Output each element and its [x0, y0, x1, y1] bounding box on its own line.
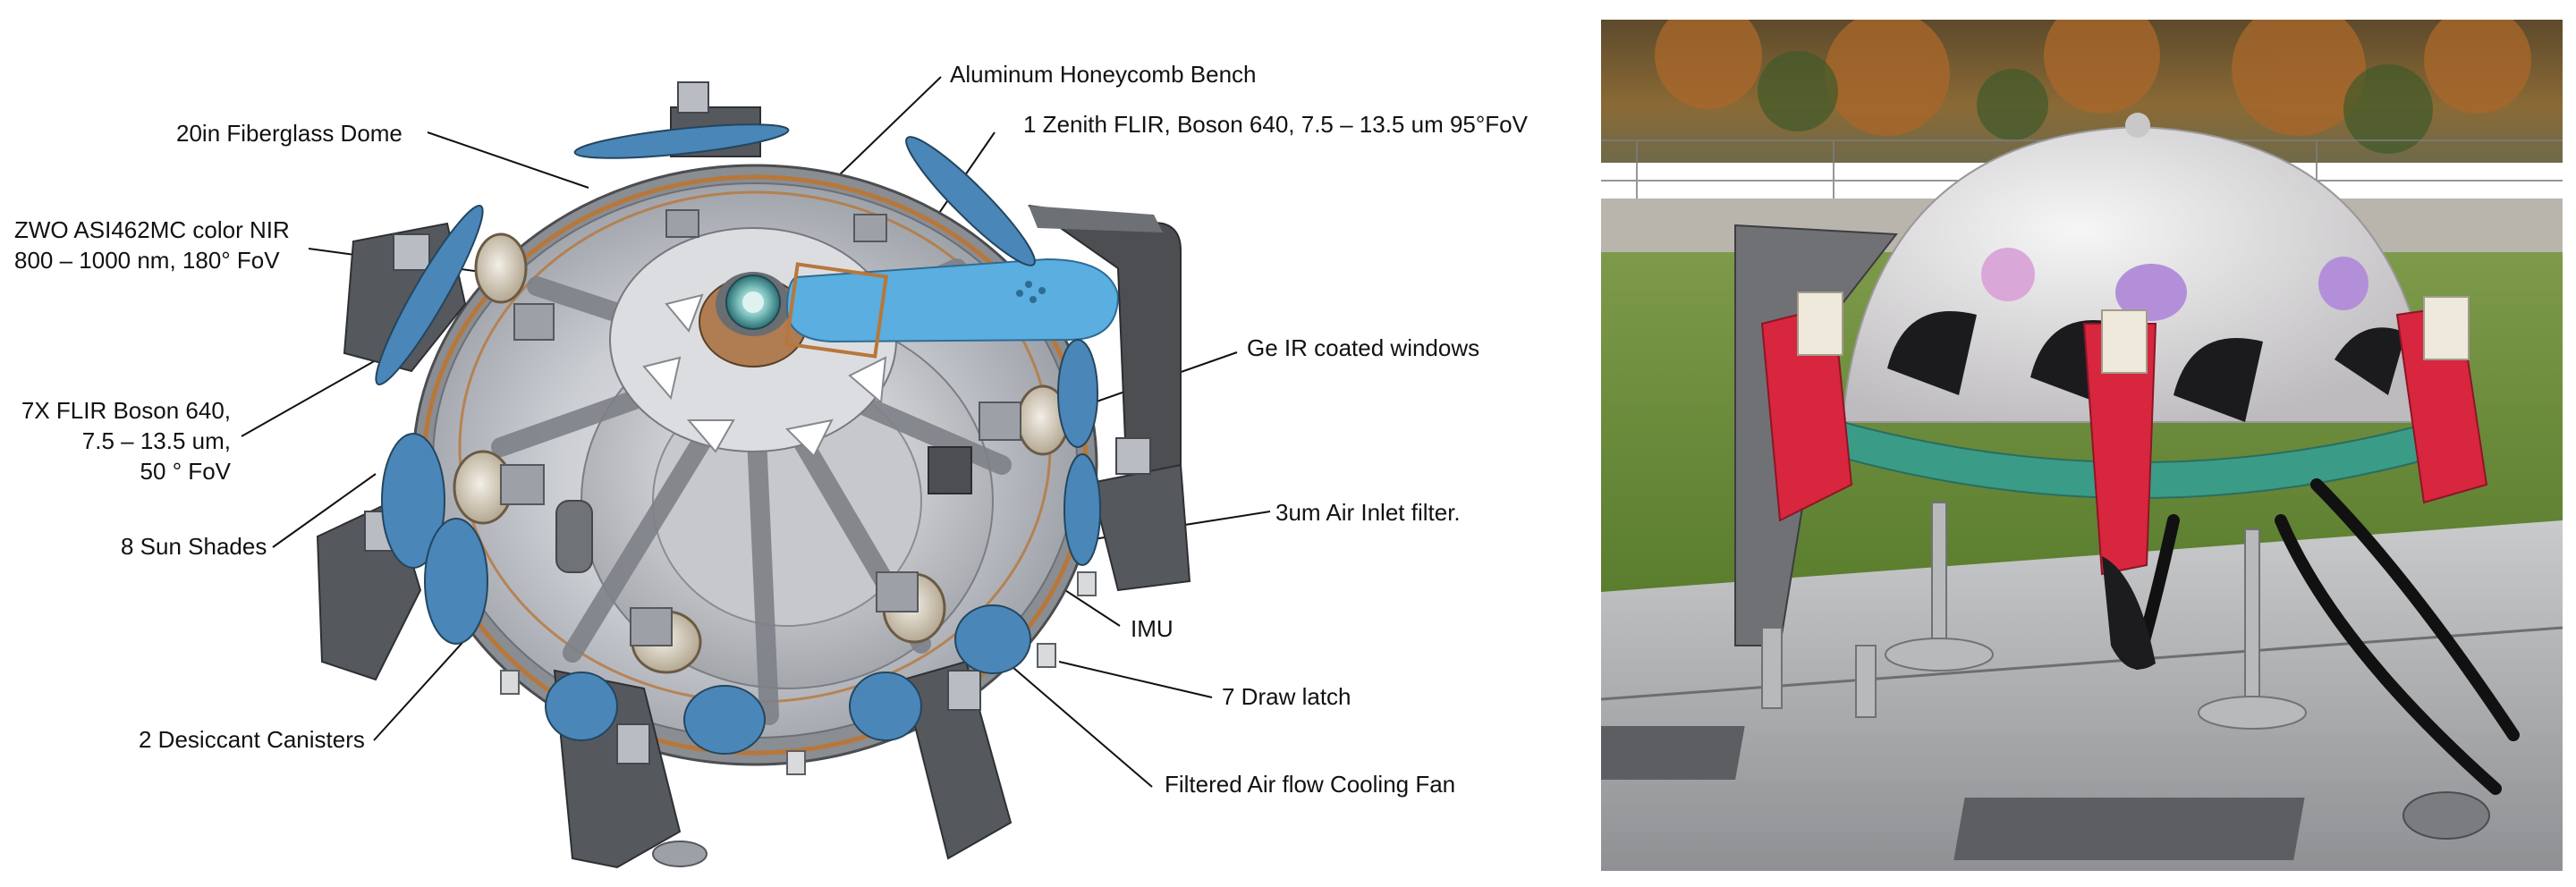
field-photo [1601, 20, 2563, 871]
label-flir-array-line2: 7.5 – 13.5 um, [81, 427, 231, 454]
photo-illustration [1601, 20, 2563, 871]
label-draw-latch: 7 Draw latch [1222, 683, 1352, 710]
label-desiccant: 2 Desiccant Canisters [139, 726, 365, 753]
label-zenith-flir: 1 Zenith FLIR, Boson 640, 7.5 – 13.5 um … [1023, 111, 1528, 138]
label-bench: Aluminum Honeycomb Bench [950, 61, 1257, 88]
label-cooling-fan: Filtered Air flow Cooling Fan [1165, 771, 1456, 798]
label-dome: 20in Fiberglass Dome [176, 120, 402, 147]
label-nir-camera-line1: ZWO ASI462MC color NIR [14, 216, 290, 243]
label-ge-windows: Ge IR coated windows [1247, 334, 1480, 361]
cad-rendering [241, 76, 1271, 869]
label-air-filter: 3um Air Inlet filter. [1275, 499, 1461, 526]
label-nir-camera-line2: 800 – 1000 nm, 180° FoV [14, 247, 280, 274]
label-flir-array-line1: 7X FLIR Boson 640, [21, 397, 231, 424]
label-sun-shades: 8 Sun Shades [121, 533, 267, 560]
label-imu: IMU [1131, 615, 1174, 642]
label-flir-array-line3: 50 ° FoV [140, 458, 231, 485]
